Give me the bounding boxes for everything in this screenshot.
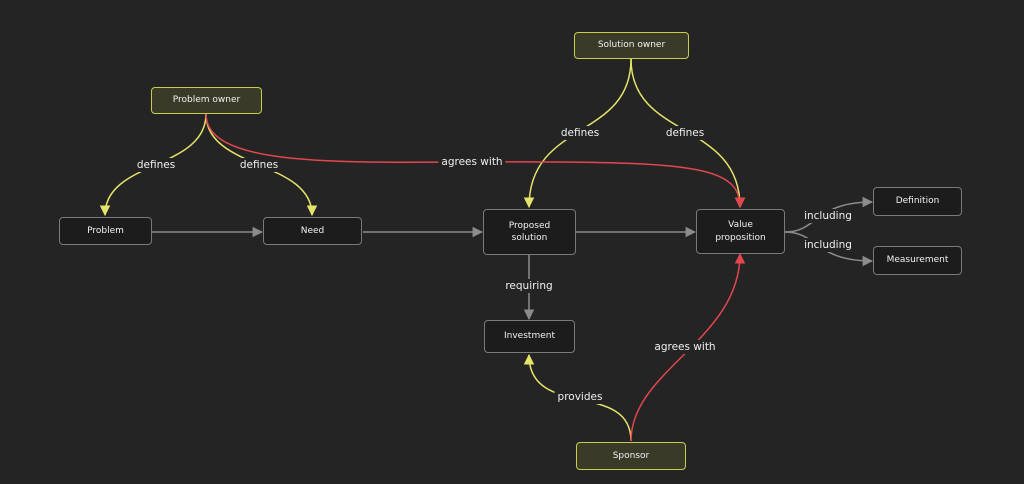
node-definition[interactable]: Definition <box>873 187 962 216</box>
node-proposed-solution[interactable]: Proposed solution <box>483 209 576 255</box>
node-sponsor[interactable]: Sponsor <box>576 442 686 470</box>
node-value-proposition[interactable]: Value proposition <box>696 209 785 254</box>
node-problem-owner[interactable]: Problem owner <box>151 87 262 114</box>
node-investment-label: Investment <box>504 331 555 342</box>
node-problem-label: Problem <box>87 225 124 236</box>
node-need-label: Need <box>300 225 325 236</box>
node-problem-owner-label: Problem owner <box>172 95 241 106</box>
node-value-proposition-label: Value proposition <box>715 220 766 243</box>
edge-label-value-including-definition: including <box>801 209 855 223</box>
edge-label-po-defines-need: defines <box>236 158 282 172</box>
node-solution-owner[interactable]: Solution owner <box>574 32 689 59</box>
node-definition-label: Definition <box>895 196 940 207</box>
edge-label-sponsor-provides-investment: provides <box>554 390 606 404</box>
node-need[interactable]: Need <box>263 217 362 245</box>
node-solution-owner-label: Solution owner <box>597 40 666 51</box>
node-measurement-label: Measurement <box>886 255 949 266</box>
edge-label-so-defines-value: defines <box>662 126 708 140</box>
node-investment[interactable]: Investment <box>484 320 575 353</box>
node-proposed-solution-label: Proposed solution <box>508 220 551 243</box>
edge-label-value-including-measurement: including <box>801 238 855 252</box>
edge-label-po-defines-problem: defines <box>133 158 179 172</box>
edge-label-po-agrees-with-value: agrees with <box>438 155 506 169</box>
node-sponsor-label: Sponsor <box>612 450 650 461</box>
node-problem[interactable]: Problem <box>59 217 152 245</box>
edge-po-agrees-with-value <box>205 113 746 209</box>
edge-label-so-defines-solution: defines <box>557 126 603 140</box>
edge-label-solution-requiring-investment: requiring <box>502 279 556 293</box>
edge-label-sponsor-agrees-with-value: agrees with <box>651 340 719 354</box>
node-measurement[interactable]: Measurement <box>873 246 962 275</box>
